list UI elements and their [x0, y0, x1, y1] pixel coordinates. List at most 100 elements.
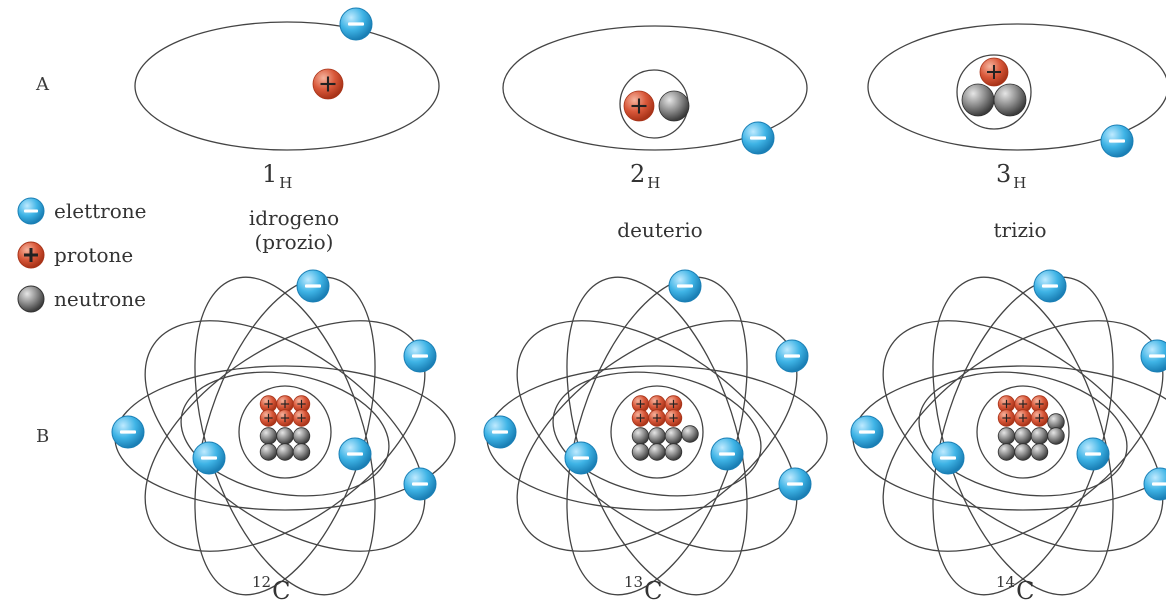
element-symbol: C [272, 577, 291, 605]
electron [1076, 437, 1110, 471]
mass-number: 1 [262, 160, 278, 188]
proton [1014, 409, 1032, 427]
electron [338, 437, 372, 471]
proton [276, 409, 294, 427]
neutron [631, 443, 650, 461]
isotope-label-c13: 13C [624, 573, 662, 605]
proton [623, 90, 655, 122]
element-symbol: C [644, 577, 663, 605]
electron [1100, 124, 1134, 158]
electron [931, 441, 965, 475]
neutron [276, 427, 294, 445]
neutron [681, 425, 699, 443]
neutron [664, 427, 683, 445]
electron [668, 269, 702, 303]
proton [1030, 409, 1049, 427]
element-symbol: H [647, 174, 661, 192]
mass-number: 13 [624, 573, 644, 591]
electron [483, 415, 517, 449]
electron [710, 437, 744, 471]
electron [1033, 269, 1067, 303]
legend-proton: protone [16, 240, 133, 270]
orbit-ellipse [516, 320, 798, 552]
neutron [276, 443, 294, 461]
isotope-name-line1: trizio [993, 218, 1047, 242]
proton [997, 409, 1016, 427]
electron [741, 121, 775, 155]
mass-number: 12 [252, 573, 272, 591]
neutron [1014, 427, 1032, 445]
electron [778, 467, 812, 501]
neutron [1030, 443, 1049, 461]
mass-number: 2 [630, 160, 646, 188]
neutron [631, 427, 650, 445]
proton [664, 409, 683, 427]
legend-electron-label: elettrone [54, 199, 147, 223]
orbit-protium [134, 21, 440, 151]
electron [296, 269, 330, 303]
isotope-name-deuterium: deuterio [600, 218, 720, 242]
isotope-name-line1: deuterio [617, 218, 703, 242]
orbit-ellipse [180, 371, 390, 497]
proton [631, 395, 650, 413]
electron [775, 339, 809, 373]
isotope-name-line2: (prozio) [254, 230, 334, 254]
neutron [259, 443, 278, 461]
neutron [658, 90, 690, 122]
row-label-b: B [36, 426, 50, 447]
neutron [1014, 443, 1032, 461]
neutron [664, 443, 683, 461]
particles-layer [111, 7, 1166, 501]
proton [648, 409, 666, 427]
mass-number: 14 [996, 573, 1016, 591]
proton [979, 57, 1009, 87]
proton [259, 409, 278, 427]
orbit-ellipse [552, 371, 762, 497]
neutron [1030, 427, 1049, 445]
isotope-name-protium: idrogeno (prozio) [234, 206, 354, 254]
row-label-a: A [36, 74, 49, 95]
mass-number: 3 [996, 160, 1012, 188]
neutron [997, 443, 1016, 461]
electron [850, 415, 884, 449]
legend-electron: elettrone [16, 196, 146, 226]
proton [312, 68, 344, 100]
neutron [259, 427, 278, 445]
proton-icon [17, 241, 45, 269]
legend-neutron: neutrone [16, 284, 146, 314]
electron-icon [17, 197, 45, 225]
orbit-ellipse [144, 320, 426, 552]
orbit-deuterium [502, 25, 808, 151]
proton [664, 395, 683, 413]
isotope-name-line1: idrogeno [248, 206, 340, 230]
orbit-tritium [867, 23, 1166, 151]
electron [403, 339, 437, 373]
neutron [292, 443, 311, 461]
legend-neutron-label: neutrone [54, 287, 146, 311]
orbit-ellipse [882, 320, 1164, 552]
neutron [648, 443, 666, 461]
element-symbol: H [1013, 174, 1027, 192]
legend-proton-label: protone [54, 243, 134, 267]
proton [292, 409, 311, 427]
isotope-label-c12: 12C [252, 573, 290, 605]
electron [339, 7, 373, 41]
orbit-ellipse [918, 371, 1128, 497]
neutron [997, 427, 1016, 445]
electron [564, 441, 598, 475]
electron [1143, 467, 1166, 501]
element-symbol: H [279, 174, 293, 192]
proton [631, 409, 650, 427]
electron [111, 415, 145, 449]
neutron [1047, 427, 1065, 445]
neutron [961, 83, 995, 117]
electron [403, 467, 437, 501]
electron [192, 441, 226, 475]
electron [1140, 339, 1166, 373]
neutron [648, 427, 666, 445]
isotope-name-tritium: trizio [970, 218, 1070, 242]
neutron [292, 427, 311, 445]
